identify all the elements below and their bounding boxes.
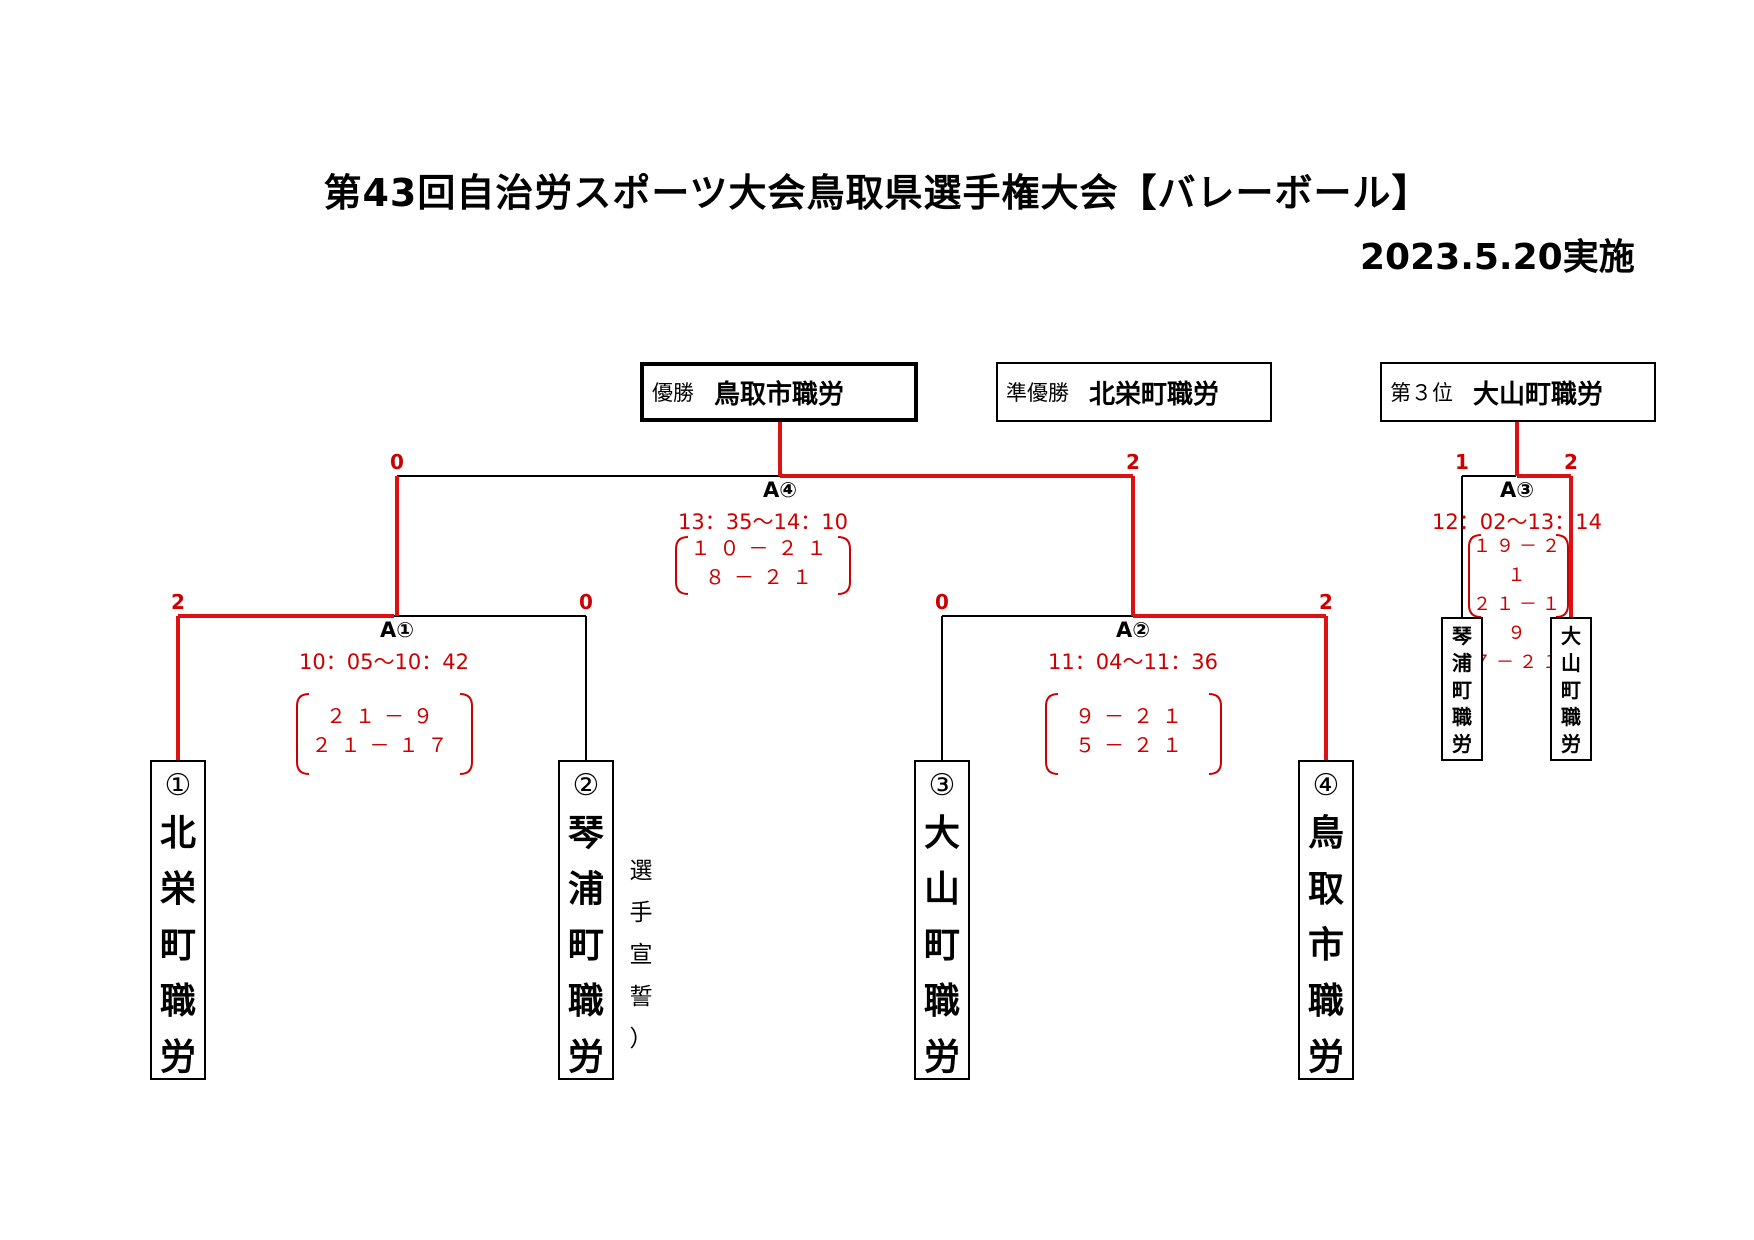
team-name-char: 町 <box>567 925 604 966</box>
team-name-char: 琴 <box>1452 624 1472 648</box>
team-name-char: 浦 <box>1452 651 1472 675</box>
third-place-label: 第３位 <box>1390 381 1453 405</box>
third-place-name: 大山町職労 <box>1473 379 1604 410</box>
a4-set-2: ８－２１ <box>705 565 821 589</box>
team-name-char: 職 <box>1452 705 1472 729</box>
third-place-box: 第３位 大山町職労 <box>1380 362 1656 422</box>
winner-name: 鳥取市職労 <box>714 379 845 410</box>
team-seed: ② <box>572 768 600 803</box>
team-name-char: 琴 <box>567 813 604 854</box>
team-name-char: 町 <box>159 925 196 966</box>
runner-up-label: 準優勝 <box>1006 381 1069 405</box>
a1-score-left: 2 <box>171 590 185 614</box>
a4-sets: １０－２１ ８－２１ <box>688 534 838 592</box>
a2-code: A② <box>1115 618 1151 642</box>
runner-up-box: 準優勝 北栄町職労 <box>996 362 1272 422</box>
third-place-team-box: 琴 浦 町 職 労 <box>1441 617 1483 761</box>
oath-note-char: 誓 <box>629 984 653 1010</box>
a4-time: 13：35～14：10 <box>678 510 848 534</box>
team-seed: ④ <box>1312 768 1340 803</box>
a3-score-right: 2 <box>1564 450 1578 474</box>
a1-code: A① <box>379 618 415 642</box>
a2-score-right: 2 <box>1319 590 1333 614</box>
a2-sets: ９－２１ ５－２１ <box>1058 702 1208 760</box>
team-name-char: 北 <box>159 813 196 854</box>
page-title: 第43回自治労スポーツ大会鳥取県選手権大会【バレーボール】 <box>323 171 1431 215</box>
a1-time: 10：05～10：42 <box>299 650 469 674</box>
team-box: ② 琴 浦 町 職 労 <box>558 760 614 1080</box>
team-name-char: 取 <box>1307 869 1344 910</box>
runner-up-name: 北栄町職労 <box>1089 379 1220 410</box>
team-box: ① 北 栄 町 職 労 <box>150 760 206 1080</box>
oath-note-char: 宣 <box>629 942 653 968</box>
a3-sets: １９－２１ ２１－１９ ７－２１ <box>1464 532 1574 677</box>
team-seed: ③ <box>928 768 956 803</box>
team-name-char: 鳥 <box>1307 813 1344 854</box>
oath-note-char: ） <box>629 1026 653 1052</box>
a3-set-1: １９－２１ <box>1473 536 1565 586</box>
team-name-char: 職 <box>159 981 196 1022</box>
team-name-char: 労 <box>159 1037 196 1078</box>
team-name-char: 市 <box>1307 925 1344 966</box>
a3-set-2: ２１－１９ <box>1473 594 1565 644</box>
team-name-char: 労 <box>923 1037 960 1078</box>
a2-time: 11：04～11：36 <box>1048 650 1218 674</box>
a3-code: A③ <box>1499 478 1535 502</box>
team-name-char: 山 <box>923 869 960 910</box>
team-name-char: 職 <box>1561 705 1581 729</box>
third-place-team-box: 大 山 町 職 労 <box>1550 617 1592 761</box>
a4-set-1: １０－２１ <box>690 536 836 560</box>
a2-set-1: ９－２１ <box>1075 704 1191 728</box>
team-name-char: 職 <box>1307 981 1344 1022</box>
oath-note-char: 選 <box>629 858 653 884</box>
team-name-char: 労 <box>1561 732 1581 756</box>
team-name-char: 職 <box>923 981 960 1022</box>
a2-set-2: ５－２１ <box>1075 733 1191 757</box>
team-name-char: 町 <box>1561 678 1581 702</box>
team-name-char: 労 <box>1307 1037 1344 1078</box>
team-name-char: 町 <box>1452 678 1472 702</box>
team-name-char: 労 <box>1452 732 1472 756</box>
team-box: ④ 鳥 取 市 職 労 <box>1298 760 1354 1080</box>
winner-label: 優勝 <box>652 381 694 405</box>
a1-set-2: ２１－１７ <box>311 733 457 757</box>
team-name-char: 大 <box>1561 624 1581 648</box>
a4-code: A④ <box>762 478 798 502</box>
team-name-char: 労 <box>567 1037 604 1078</box>
team-name-char: 山 <box>1561 651 1581 675</box>
team-box: ③ 大 山 町 職 労 <box>914 760 970 1080</box>
a2-score-left: 0 <box>935 590 949 614</box>
a1-set-1: ２１－９ <box>326 704 442 728</box>
a4-score-left: 0 <box>390 450 404 474</box>
a3-set-3: ７－２１ <box>1473 652 1565 673</box>
team-name-char: 大 <box>923 813 960 854</box>
a1-sets: ２１－９ ２１－１７ <box>309 702 459 760</box>
oath-note: 選 手 宣 誓 ） <box>626 850 656 1060</box>
winner-box: 優勝 鳥取市職労 <box>640 362 918 422</box>
team-name-char: 町 <box>923 925 960 966</box>
a3-score-left: 1 <box>1455 450 1469 474</box>
team-name-char: 浦 <box>567 869 604 910</box>
event-date: 2023.5.20実施 <box>1360 237 1635 278</box>
oath-note-char: 手 <box>629 900 653 926</box>
a1-score-right: 0 <box>579 590 593 614</box>
team-seed: ① <box>164 768 192 803</box>
a4-score-right: 2 <box>1126 450 1140 474</box>
team-name-char: 栄 <box>159 869 196 910</box>
a3-time: 12：02～13：14 <box>1432 510 1602 534</box>
team-name-char: 職 <box>567 981 604 1022</box>
